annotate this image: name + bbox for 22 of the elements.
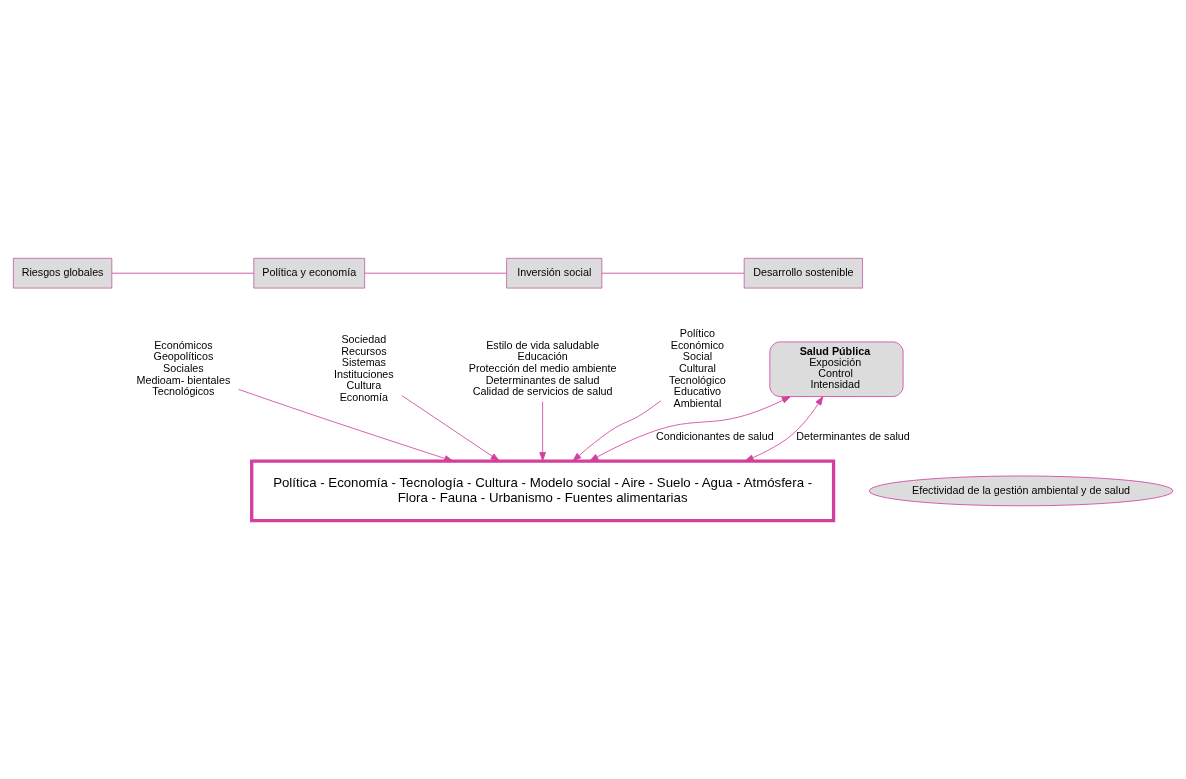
connector: [601, 272, 745, 274]
node-text: Político Económico Social Cultural Tecnológico Educativo Ambiental: [669, 327, 726, 409]
node-box: Riesgos globales: [12, 257, 113, 289]
arrow: [572, 400, 662, 462]
node-box: Política - Economía - Tecnología - Cultura - Modelo social - Aire - Suelo - Agua - Atmósfera - Flora - Fauna - Urbanismo - Fuentes alimentarias: [250, 459, 836, 523]
arrow: [539, 401, 546, 462]
arrow: [589, 396, 791, 462]
arrow: [238, 389, 454, 462]
arrow: [401, 395, 500, 462]
node-ellipse: Efectividad de la gestión ambiental y de salud: [868, 475, 1174, 507]
node-box: Salud Pública Exposición Control Intensidad: [769, 341, 904, 397]
edge-label: Condicionantes de salud: [655, 429, 774, 442]
node-box: Política y economía: [253, 257, 366, 289]
connector: [364, 272, 507, 274]
arrow: [744, 396, 824, 462]
connector: [111, 272, 255, 274]
edge-label: Determinantes de salud: [796, 429, 910, 442]
node-box: Inversión social: [506, 257, 603, 289]
node-text: Sociedad Recursos Sistemas Instituciones Cultura Economía: [333, 333, 394, 403]
node-text: Estilo de vida saludable Educación Protección del medio ambiente Determinantes de salud Calidad de servicios de salud: [468, 338, 617, 398]
node-text: Económicos Geopolíticos Sociales Medioam- bientales Tecnológicos: [136, 338, 231, 398]
node-box: Desarrollo sostenible: [743, 257, 863, 289]
